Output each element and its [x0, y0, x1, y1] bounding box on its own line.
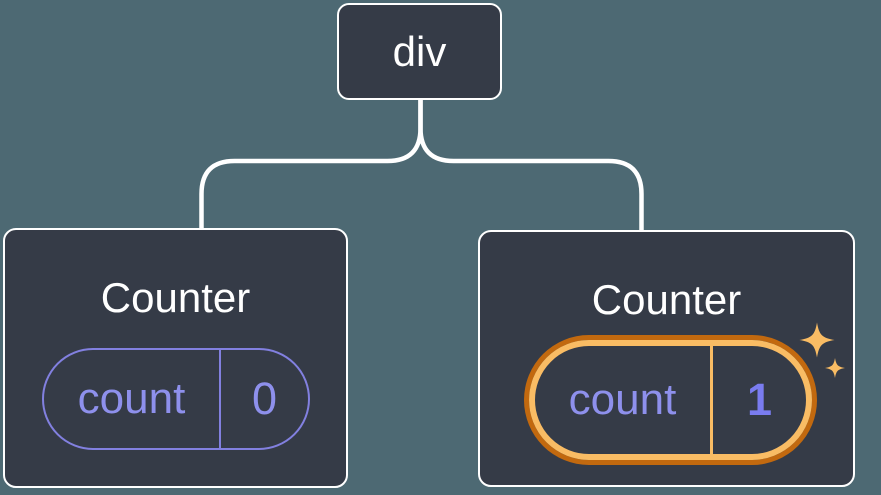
- pill-divider-left: [219, 350, 221, 448]
- component-title-right: Counter: [591, 276, 742, 323]
- sparkle-icon: [799, 322, 845, 378]
- state-key-right: count: [568, 375, 677, 424]
- root-node-div: div: [337, 3, 502, 100]
- sparkle-small: [825, 358, 845, 378]
- sparkle-large: [799, 322, 835, 358]
- state-pill-left: count 0: [42, 348, 310, 450]
- connector-right-branch: [418, 96, 644, 235]
- state-key-left: count: [77, 374, 186, 423]
- counter-node-right: Counter count 1: [478, 230, 855, 487]
- connector-left-branch: [199, 96, 423, 232]
- pill-divider-right: [710, 346, 713, 454]
- root-node-label: div: [392, 27, 447, 75]
- state-value-left: 0: [251, 373, 278, 424]
- state-value-right: 1: [746, 374, 773, 425]
- component-title-left: Counter: [100, 274, 251, 321]
- counter-node-left: Counter count 0: [3, 228, 348, 488]
- state-pill-highlighted: count 1: [529, 340, 812, 460]
